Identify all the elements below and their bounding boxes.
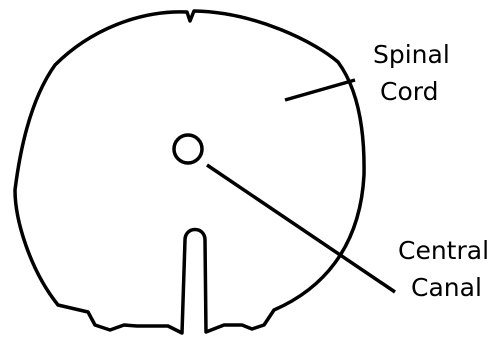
central-canal-label-line-1: Central [398,236,489,265]
central-canal-label-line-2: Canal [411,273,482,302]
spinal-cord-outline [15,11,364,333]
spinal-cord-label-line-2: Cord [380,77,438,106]
central-canal-circle [174,135,202,163]
spinal-cord-label-line-1: Spinal [373,40,450,69]
spinal-cord-label: Spinal Cord [373,40,458,106]
central-canal-label: Central Canal [398,236,489,302]
